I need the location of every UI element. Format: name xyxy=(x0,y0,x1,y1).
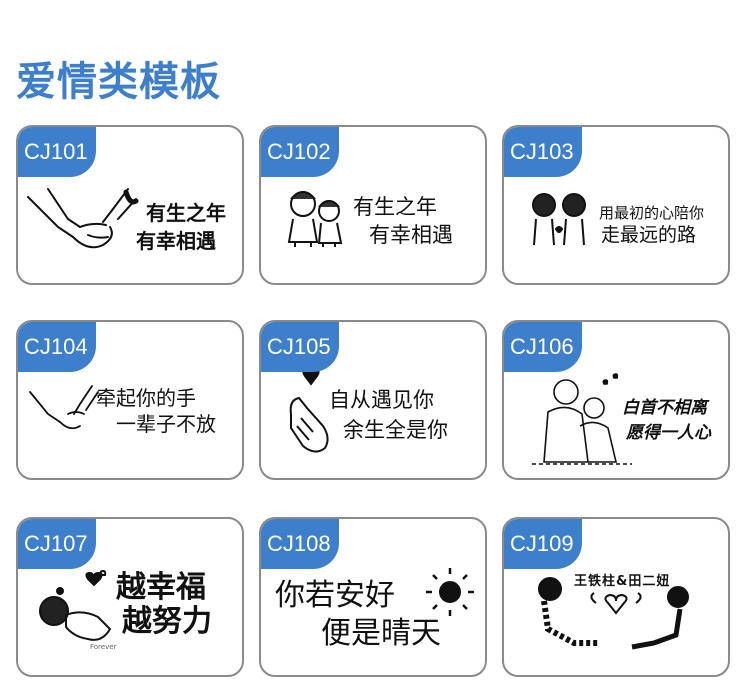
couple-back-view-illustration xyxy=(532,373,632,465)
template-card-cj104[interactable]: 牵起你的手 一辈子不放 CJ104 xyxy=(16,320,244,480)
holding-hands-illustration xyxy=(27,188,139,249)
template-code-badge: CJ109 xyxy=(504,519,582,569)
card-line-2: 越努力 xyxy=(122,604,212,639)
forever-caption: Forever xyxy=(90,643,117,651)
card-line-1: 白首不相离 xyxy=(622,398,707,418)
card-line-2: 走最远的路 xyxy=(601,224,697,246)
card-line-2: 有幸相遇 xyxy=(136,229,216,253)
card-line-2: 有幸相遇 xyxy=(369,223,453,247)
template-code-badge: CJ102 xyxy=(261,127,339,177)
template-code-badge: CJ103 xyxy=(504,127,582,177)
sun-illustration xyxy=(426,568,474,616)
template-card-cj106[interactable]: 白首不相离 愿得一人心 CJ106 xyxy=(502,320,730,480)
kissing-couple-illustration xyxy=(532,193,586,246)
page-title: 爱情类模板 xyxy=(16,59,221,105)
card-line-2: 便是晴天 xyxy=(321,616,441,651)
flying-girl-illustration xyxy=(39,569,112,641)
template-code-badge: CJ106 xyxy=(504,322,582,372)
sitting-couple-illustration xyxy=(538,577,689,650)
finger-heart-illustration xyxy=(289,368,329,453)
template-code-badge: CJ107 xyxy=(18,519,96,569)
template-card-cj105[interactable]: 自从遇见你 余生全是你 CJ105 xyxy=(259,320,487,480)
card-line-1: 自从遇见你 xyxy=(329,388,434,412)
couple-names: 王铁柱&田二妞 xyxy=(574,574,671,589)
template-card-cj107[interactable]: 越幸福 越努力 Forever CJ107 xyxy=(16,517,244,677)
card-line-2: 一辈子不放 xyxy=(116,412,216,436)
card-line-1: 有生之年 xyxy=(353,195,437,219)
card-line-2: 愿得一人心 xyxy=(626,423,711,443)
couple-cartoon-illustration xyxy=(287,191,343,247)
holding-hands-illustration xyxy=(29,385,99,430)
template-card-cj102[interactable]: 有生之年 有幸相遇 CJ102 xyxy=(259,125,487,285)
template-card-cj109[interactable]: 王铁柱&田二妞 CJ109 xyxy=(502,517,730,677)
card-line-1: 越幸福 xyxy=(116,570,206,605)
template-code-badge: CJ101 xyxy=(18,127,96,177)
template-card-cj101[interactable]: 有生之年 有幸相遇 CJ101 xyxy=(16,125,244,285)
template-card-cj108[interactable]: 你若安好 便是晴天 CJ108 xyxy=(259,517,487,677)
card-line-1: 你若安好 xyxy=(275,578,395,613)
template-code-badge: CJ104 xyxy=(18,322,96,372)
card-line-2: 余生全是你 xyxy=(343,418,448,442)
template-code-badge: CJ105 xyxy=(261,322,339,372)
card-line-1: 有生之年 xyxy=(146,201,226,225)
card-line-1: 用最初的心陪你 xyxy=(599,204,705,222)
template-card-cj103[interactable]: 用最初的心陪你 走最远的路 CJ103 xyxy=(502,125,730,285)
card-line-1: 牵起你的手 xyxy=(96,386,196,410)
template-code-badge: CJ108 xyxy=(261,519,339,569)
